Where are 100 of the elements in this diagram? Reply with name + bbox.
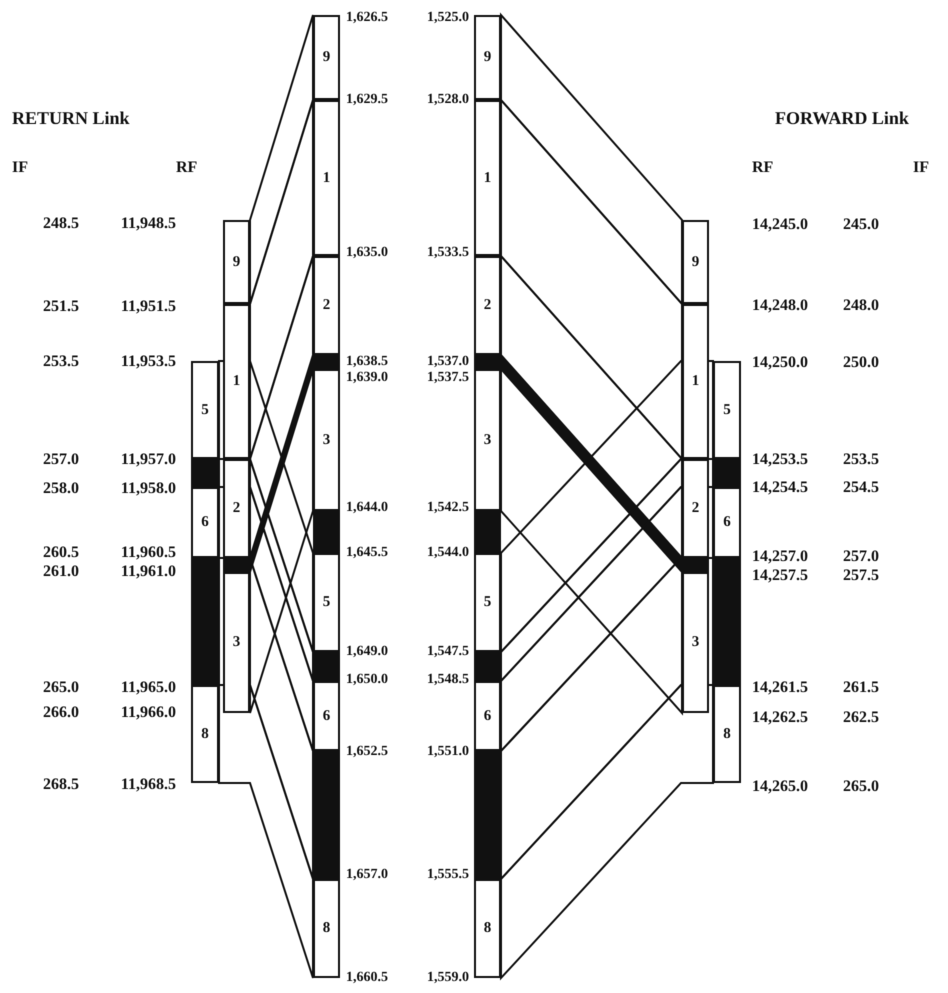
frequency-value: 1,548.5 [427, 672, 469, 688]
filled-band-block [474, 652, 501, 681]
frequency-value: 11,960.5 [120, 545, 176, 561]
frequency-value: 248.5 [43, 216, 79, 232]
frequency-value: 1,551.0 [427, 744, 469, 760]
band-number: 1 [484, 170, 492, 186]
frequency-value: 257.0 [843, 549, 879, 565]
frequency-value: 261.0 [43, 564, 79, 580]
band-block [474, 15, 501, 100]
filled-band-block [474, 511, 501, 553]
band-number: 8 [723, 726, 731, 742]
frequency-value: 257.5 [843, 568, 879, 584]
frequency-value: 1,652.5 [346, 744, 388, 760]
link-heading: RETURN Link [12, 110, 130, 126]
frequency-value: 262.5 [843, 710, 879, 726]
filled-band-block [713, 459, 741, 487]
frequency-value: 265.0 [43, 680, 79, 696]
frequency-value: 1,629.5 [346, 92, 388, 108]
band-number: 1 [232, 374, 240, 389]
band-block [191, 361, 219, 459]
frequency-value: 266.0 [43, 705, 79, 721]
band-number: 5 [484, 595, 492, 610]
column-header: IF [12, 160, 28, 176]
column-header: IF [913, 160, 929, 176]
frequency-value: 14,253.5 [752, 452, 808, 468]
band-block [682, 459, 709, 558]
band-number: 6 [723, 515, 731, 530]
frequency-value: 14,265.0 [752, 779, 808, 795]
band-block [223, 220, 250, 304]
frequency-value: 11,957.0 [120, 452, 176, 468]
band-number: 6 [484, 708, 492, 724]
band-block [474, 681, 501, 751]
band-number: 5 [723, 402, 731, 418]
frequency-value: 14,262.5 [752, 710, 808, 726]
frequency-value: 248.0 [843, 298, 879, 314]
frequency-value: 1,645.5 [346, 545, 388, 561]
frequency-value: 11,953.5 [120, 354, 176, 370]
frequency-value: 11,965.0 [120, 680, 176, 696]
band-block [474, 553, 501, 652]
band-number: 2 [322, 298, 330, 313]
frequency-value: 1,525.0 [427, 10, 469, 26]
frequency-value: 11,958.0 [120, 481, 176, 497]
frequency-value: 1,547.5 [427, 644, 469, 660]
band-block [313, 100, 340, 256]
frequency-value: 11,951.5 [120, 299, 176, 315]
frequency-value: 1,559.0 [427, 970, 469, 986]
filled-band-block [191, 558, 219, 685]
band-number: 3 [692, 635, 700, 650]
band-block [474, 100, 501, 256]
frequency-value: 14,245.0 [752, 217, 808, 233]
band-block [682, 220, 709, 304]
filled-band-block [313, 652, 340, 681]
filled-band-block [474, 355, 501, 369]
filled-band-block [682, 558, 709, 572]
column-header: RF [176, 160, 198, 176]
band-number: 9 [322, 50, 330, 65]
band-number: 1 [692, 374, 700, 389]
filled-band-block [313, 751, 340, 879]
filled-band-block [191, 459, 219, 487]
frequency-value: 1,650.0 [346, 672, 388, 688]
band-block [474, 879, 501, 978]
frequency-value: 1,537.5 [427, 370, 469, 386]
band-block [223, 304, 250, 459]
band-number: 8 [201, 726, 209, 742]
band-block [713, 487, 741, 558]
frequency-value: 1,528.0 [427, 92, 469, 108]
band-block [313, 15, 340, 100]
frequency-value: 1,533.5 [427, 245, 469, 261]
frequency-value: 1,544.0 [427, 545, 469, 561]
filled-band-block [223, 558, 250, 572]
frequency-value: 1,660.5 [346, 970, 388, 986]
filled-band-block [474, 751, 501, 879]
band-block [474, 256, 501, 355]
band-number: 3 [484, 432, 492, 448]
frequency-value: 1,649.0 [346, 644, 388, 660]
band-block [713, 685, 741, 783]
frequency-value: 1,638.5 [346, 354, 388, 370]
band-block [191, 487, 219, 558]
frequency-value: 250.0 [843, 355, 879, 371]
frequency-value: 14,248.0 [752, 298, 808, 314]
filled-band-block [713, 558, 741, 685]
band-number: 2 [484, 298, 492, 313]
band-block [313, 369, 340, 511]
filled-band-block [313, 355, 340, 369]
band-block [313, 256, 340, 355]
frequency-value: 254.5 [843, 480, 879, 496]
frequency-value: 253.5 [43, 354, 79, 370]
band-number: 2 [232, 501, 240, 516]
band-number: 1 [322, 170, 330, 186]
frequency-value: 1,657.0 [346, 867, 388, 883]
frequency-value: 258.0 [43, 481, 79, 497]
band-number: 9 [484, 50, 492, 65]
frequency-value: 11,961.0 [120, 564, 176, 580]
frequency-value: 1,626.5 [346, 10, 388, 26]
band-number: 8 [484, 921, 492, 936]
band-block [191, 685, 219, 783]
frequency-value: 260.5 [43, 545, 79, 561]
mapping-lines [218, 684, 314, 979]
frequency-value: 14,254.5 [752, 480, 808, 496]
frequency-value: 1,542.5 [427, 500, 469, 516]
